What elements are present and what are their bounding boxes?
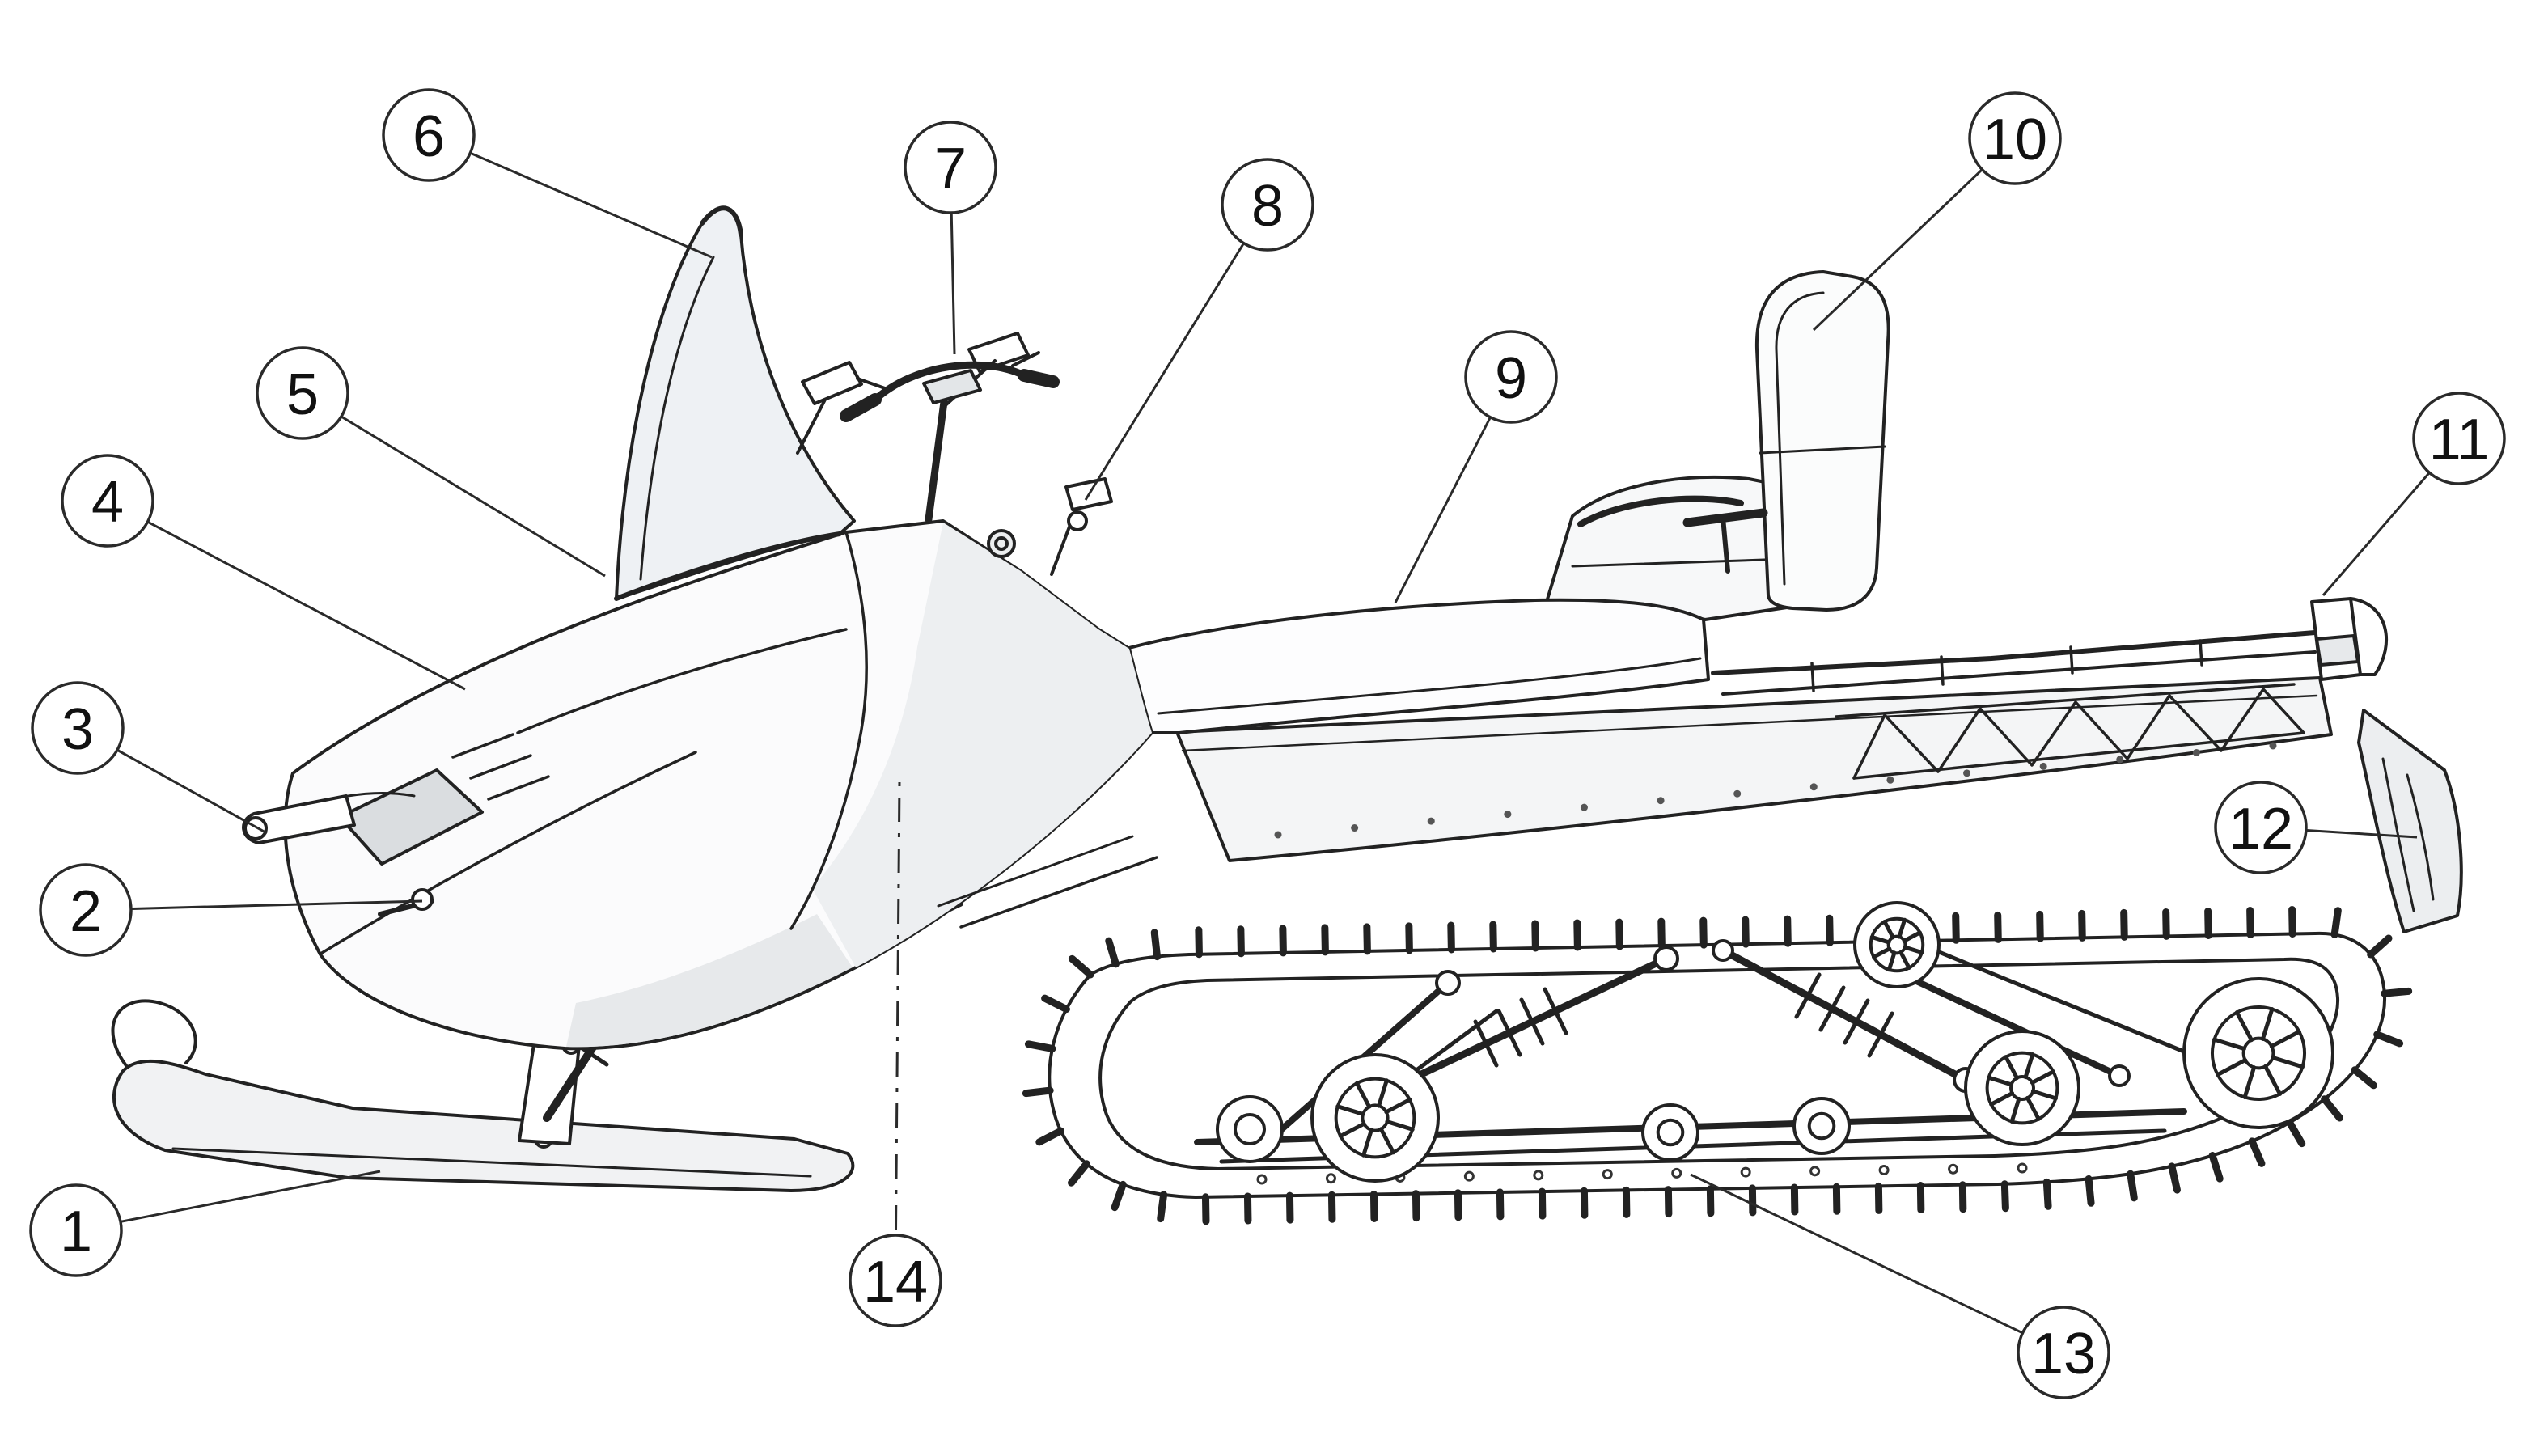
callout-6: 6 <box>382 88 476 182</box>
svg-text:11: 11 <box>2429 408 2490 472</box>
svg-text:10: 10 <box>1983 108 2047 172</box>
callout-14: 14 <box>849 1234 942 1327</box>
svg-text:14: 14 <box>863 1250 928 1314</box>
hood-vents <box>451 733 550 801</box>
fuel-cap <box>987 529 1016 558</box>
backrest <box>1682 270 1890 612</box>
left-grip <box>840 393 882 422</box>
handlebar <box>840 351 1060 523</box>
svg-text:1: 1 <box>60 1200 92 1264</box>
front-bumper <box>242 794 434 916</box>
svg-text:6: 6 <box>413 104 445 169</box>
svg-text:4: 4 <box>91 470 124 535</box>
rear-shock-front <box>1371 954 1670 1100</box>
leader-line-6 <box>428 133 713 259</box>
callout-4: 4 <box>61 454 154 548</box>
steering-stem <box>925 379 950 523</box>
steering-console <box>987 477 1113 576</box>
svg-text:8: 8 <box>1251 174 1284 239</box>
brake-lever <box>856 351 1040 390</box>
left-mirror <box>801 361 863 405</box>
rear-bumper <box>2310 597 2388 681</box>
windshield <box>614 205 856 601</box>
callout-12: 12 <box>2214 781 2308 874</box>
leader-line-14 <box>894 780 901 1281</box>
svg-text:5: 5 <box>286 362 319 427</box>
windshield-base-trim <box>614 531 842 601</box>
hood-body <box>283 519 1158 1051</box>
callout-3: 3 <box>31 681 125 775</box>
callout-7: 7 <box>904 121 997 214</box>
callout-2: 2 <box>39 863 133 957</box>
rear-truss <box>1835 683 2305 780</box>
bogie-wheels <box>1216 901 2334 1183</box>
track-belt-dots <box>1256 1162 2028 1185</box>
leader-line-13 <box>1690 1173 2064 1354</box>
svg-text:2: 2 <box>70 879 102 944</box>
leader-line-5 <box>302 392 606 578</box>
track-lugs <box>1022 906 2413 1225</box>
callout-8: 8 <box>1221 158 1314 252</box>
callout-9: 9 <box>1464 330 1558 424</box>
callout-5: 5 <box>256 346 349 440</box>
svg-text:13: 13 <box>2031 1322 2096 1386</box>
mirrors <box>796 332 1030 455</box>
front-ski <box>111 999 855 1192</box>
tunnel <box>1175 597 2463 933</box>
tail-light <box>2315 634 2360 667</box>
callout-11: 11 <box>2412 392 2506 485</box>
gauge-cluster <box>922 369 982 404</box>
svg-text:3: 3 <box>61 697 94 762</box>
svg-text:12: 12 <box>2228 797 2293 861</box>
leader-line-4 <box>107 499 466 691</box>
rear-rack <box>1711 630 2317 696</box>
callout-10: 10 <box>1968 91 2062 185</box>
rear-shock-rear <box>1719 946 1970 1084</box>
leader-line-8 <box>1084 204 1269 501</box>
snow-flap <box>2357 709 2463 933</box>
tunnel-rivets <box>1274 742 2277 839</box>
callout-1: 1 <box>29 1183 123 1277</box>
track <box>1022 901 2413 1225</box>
svg-text:7: 7 <box>934 137 967 201</box>
running-board-edge <box>959 856 1158 929</box>
callout-13: 13 <box>2017 1306 2110 1399</box>
seat <box>1124 598 1710 734</box>
ski-loop-handle <box>111 999 197 1069</box>
svg-text:9: 9 <box>1495 346 1527 411</box>
leader-line-2 <box>85 899 423 912</box>
hood-intake <box>338 768 484 866</box>
leader-line-1 <box>75 1170 381 1232</box>
right-grip <box>1018 369 1060 388</box>
grab-handle <box>1577 495 1744 527</box>
